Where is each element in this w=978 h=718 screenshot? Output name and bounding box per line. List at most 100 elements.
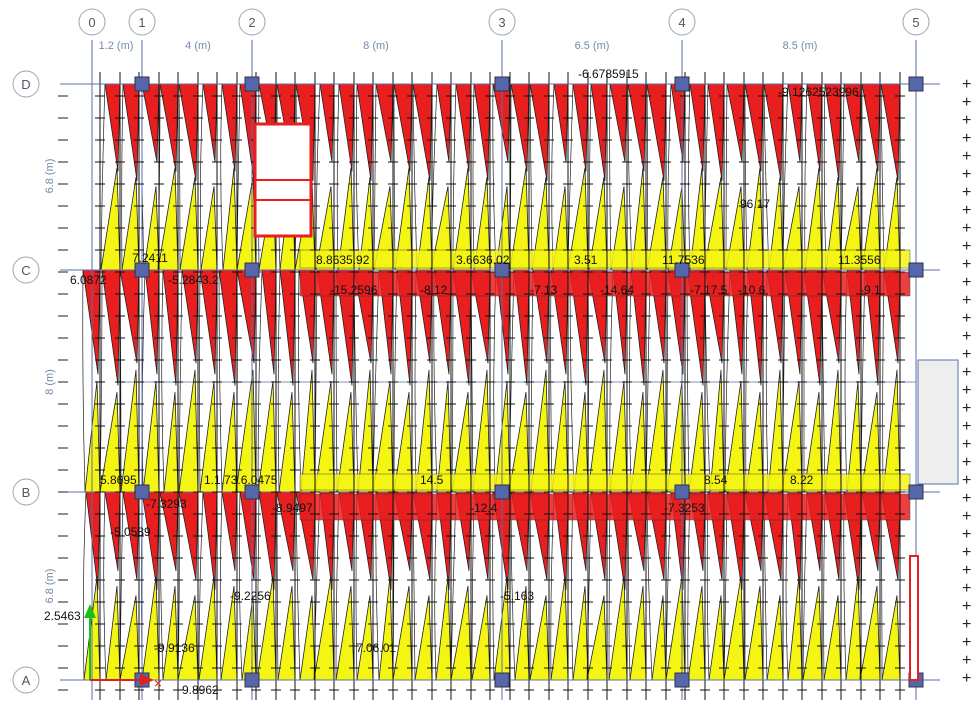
moment-curve <box>372 269 380 493</box>
axis-bubble <box>12 666 40 694</box>
positive-moment-region <box>708 595 725 681</box>
positive-moment-region <box>162 585 179 681</box>
moment-curve <box>297 269 302 493</box>
spacing-label: 8 (m) <box>363 40 389 52</box>
axis-x-label: × <box>154 675 162 691</box>
axis-bubble <box>668 8 696 36</box>
positive-moment-region <box>105 585 121 681</box>
axis-bubble <box>128 8 156 36</box>
positive-moment-region <box>845 576 862 681</box>
moment-curve <box>198 491 204 681</box>
plus-mark: + <box>962 508 971 525</box>
moment-curve <box>569 269 575 493</box>
negative-moment-region <box>218 269 238 386</box>
moment-curve <box>256 491 260 681</box>
moment-curve <box>666 269 669 493</box>
axis-bubble <box>12 256 40 284</box>
positive-moment-region <box>392 585 413 681</box>
negative-moment-region <box>338 83 355 172</box>
moment-curve <box>315 83 321 271</box>
plus-mark: + <box>962 580 971 597</box>
moment-value-label: -9.1 <box>860 283 881 297</box>
axis-bubble-label: 4 <box>678 15 685 30</box>
negative-moment-region <box>261 269 277 375</box>
negative-moment-region <box>412 83 433 181</box>
moment-curve <box>823 83 827 271</box>
positive-moment-region <box>645 369 667 493</box>
column-node <box>494 262 510 278</box>
moment-value-label: 3.6636.02 <box>456 253 510 267</box>
column-node <box>494 672 510 688</box>
moment-value-label: -5.163 <box>500 589 534 603</box>
negative-moment-region <box>646 83 667 181</box>
plus-mark: + <box>962 562 971 579</box>
positive-moment-region <box>766 595 784 681</box>
edge-panel <box>917 359 959 485</box>
negative-moment-region <box>473 83 491 181</box>
moment-curve <box>141 269 146 493</box>
plus-mark: + <box>962 652 971 669</box>
axis-bubble-label: 0 <box>88 15 95 30</box>
positive-moment-region <box>299 595 316 681</box>
moment-curve <box>433 269 438 493</box>
positive-moment-region <box>767 369 784 493</box>
moment-curve <box>686 269 690 493</box>
moment-curve <box>100 83 106 271</box>
moment-curve <box>529 83 533 271</box>
axis-bubble-label: A <box>22 673 31 688</box>
plus-mark: + <box>962 166 971 183</box>
moment-curve <box>393 269 398 493</box>
spacing-label: 6.8 (m) <box>44 159 56 194</box>
plus-mark: + <box>962 454 971 471</box>
axis-bubble <box>488 8 516 36</box>
moment-curve <box>353 269 359 493</box>
negative-moment-region <box>104 83 121 172</box>
negative-moment-region <box>689 83 706 172</box>
column-node <box>908 262 924 278</box>
plus-mark: + <box>962 184 971 201</box>
plus-mark: + <box>962 616 971 633</box>
positive-moment-region <box>530 369 550 493</box>
moment-value-label: 3.51 <box>574 253 598 267</box>
negative-moment-region <box>101 269 121 386</box>
moment-value-label: -14.64 <box>600 283 634 297</box>
positive-moment-region <box>824 369 842 493</box>
column-node <box>494 484 510 500</box>
negative-moment-region <box>162 269 179 386</box>
moment-curve <box>703 83 709 271</box>
positive-moment-region <box>859 585 881 681</box>
column-node <box>244 262 260 278</box>
moment-value-label: -7.3253 <box>664 501 705 515</box>
moment-value-label: 8.8635.92 <box>316 253 370 267</box>
moment-value-label: -5.2843.2 <box>168 273 219 287</box>
moment-value-label: -9.9136 <box>154 641 195 655</box>
positive-moment-region <box>278 392 296 493</box>
moment-value-label: 5.8695 <box>100 473 137 487</box>
positive-moment-region <box>629 585 647 681</box>
positive-moment-region <box>141 576 160 681</box>
moment-value-label: -12.4 <box>470 501 498 515</box>
plus-mark: + <box>962 148 971 165</box>
negative-moment-region <box>279 269 296 386</box>
moment-value-label: 8.54 <box>704 473 728 487</box>
strip-band <box>299 271 911 297</box>
moment-value-label: 11.3556 <box>838 253 881 267</box>
moment-curve <box>609 269 614 493</box>
moment-curve <box>412 83 418 271</box>
negative-moment-region <box>393 83 413 172</box>
plus-mark: + <box>962 238 971 255</box>
moment-value-label: 9.8962 <box>182 683 219 697</box>
moment-curve <box>103 491 107 681</box>
positive-moment-region <box>529 595 550 681</box>
moment-value-label: -9.1262523996 <box>778 85 859 99</box>
moment-curve <box>178 269 183 493</box>
moment-curve <box>238 491 243 681</box>
positive-moment-region <box>277 585 296 681</box>
moment-value-label: 8.22 <box>790 473 814 487</box>
moment-curve <box>782 83 789 271</box>
moment-curve <box>295 491 301 681</box>
spacing-label: 8.5 (m) <box>783 40 818 52</box>
positive-moment-region <box>472 369 491 493</box>
spacing-label: 6.5 (m) <box>575 40 610 52</box>
moment-value-label: 1.1.73.6.0475 <box>204 473 278 487</box>
